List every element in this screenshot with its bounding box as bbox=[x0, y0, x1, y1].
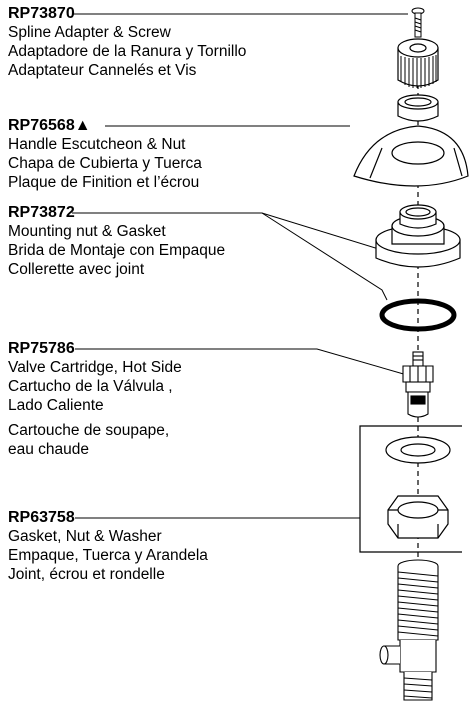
part-number: RP73872 bbox=[8, 204, 75, 221]
escutcheon-nut-icon bbox=[397, 94, 439, 122]
part-desc-es: Empaque, Tuerca y Arandela bbox=[8, 547, 208, 564]
handle-escutcheon-icon bbox=[353, 125, 469, 187]
part-label-rp73872: RP73872 Mounting nut & Gasket Brida de M… bbox=[8, 203, 225, 279]
part-desc-en: Handle Escutcheon & Nut bbox=[8, 136, 186, 153]
part-desc-es: Adaptadore de la Ranura y Tornillo bbox=[8, 43, 247, 60]
part-label-rp63758: RP63758 Gasket, Nut & Washer Empaque, Tu… bbox=[8, 508, 208, 584]
leader-rp75786 bbox=[75, 348, 408, 376]
washer-icon bbox=[385, 436, 451, 464]
part-number: RP63758 bbox=[8, 509, 75, 526]
leader-lines bbox=[72, 13, 408, 519]
part-desc-en: Valve Cartridge, Hot Side bbox=[8, 359, 182, 376]
leader-rp73872-b bbox=[261, 212, 388, 301]
gasket-ring-icon bbox=[379, 298, 457, 332]
screw-icon bbox=[411, 7, 425, 38]
kit-bracket bbox=[359, 425, 462, 553]
part-desc-en: Gasket, Nut & Washer bbox=[8, 528, 162, 545]
part-desc-es-2: Lado Caliente bbox=[8, 397, 104, 414]
mounting-nut-icon bbox=[375, 204, 461, 268]
part-desc-fr-2: eau chaude bbox=[8, 441, 90, 458]
part-desc-fr: Plaque de Finition et l’écrou bbox=[8, 174, 200, 191]
part-desc-en: Mounting nut & Gasket bbox=[8, 223, 166, 240]
hex-nut-icon bbox=[387, 495, 449, 539]
part-desc-es: Brida de Montaje con Empaque bbox=[8, 242, 226, 259]
part-desc-fr: Cartouche de soupape, bbox=[8, 422, 170, 439]
valve-cartridge-icon bbox=[402, 351, 434, 418]
part-desc-es: Chapa de Cubierta y Tuerca bbox=[8, 155, 202, 172]
part-desc-es: Cartucho de la Válvula , bbox=[8, 378, 173, 395]
part-label-rp76568: RP76568▲ Handle Escutcheon & Nut Chapa d… bbox=[8, 116, 202, 192]
part-desc-fr: Joint, écrou et rondelle bbox=[8, 566, 165, 583]
part-desc-en: Spline Adapter & Screw bbox=[8, 24, 171, 41]
spline-adapter-icon bbox=[397, 38, 439, 88]
part-number: RP76568▲ bbox=[8, 117, 91, 134]
part-number: RP73870 bbox=[8, 5, 75, 22]
part-label-rp73870: RP73870 Spline Adapter & Screw Adaptador… bbox=[8, 4, 246, 80]
part-label-rp75786: RP75786 Valve Cartridge, Hot Side Cartuc… bbox=[8, 339, 182, 459]
part-desc-fr: Collerette avec joint bbox=[8, 261, 145, 278]
part-desc-fr: Adaptateur Cannelés et Vis bbox=[8, 62, 197, 79]
valve-body-icon bbox=[379, 559, 439, 701]
part-number: RP75786 bbox=[8, 340, 75, 357]
